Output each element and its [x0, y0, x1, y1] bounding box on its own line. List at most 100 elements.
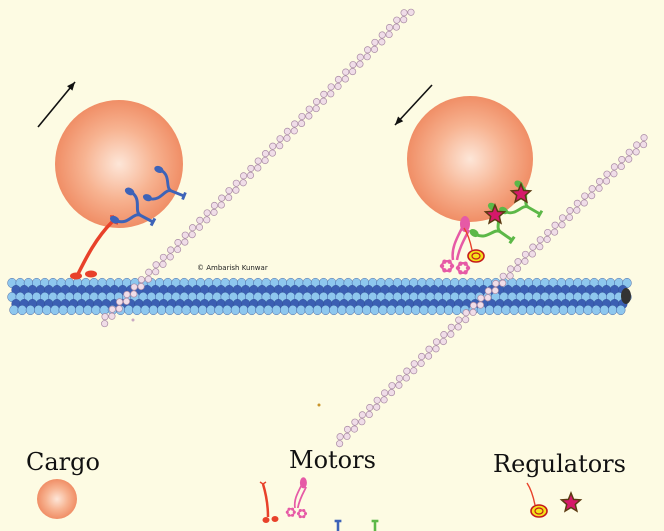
- actin-bead: [551, 228, 559, 236]
- tubulin-bead: [403, 305, 413, 316]
- actin-bead: [632, 148, 640, 156]
- actin-bead: [595, 184, 603, 192]
- tubulin-bead: [173, 305, 183, 316]
- actin-bead: [580, 199, 588, 207]
- actin-bead: [196, 216, 204, 224]
- actin-bead: [402, 374, 410, 382]
- actin-bead: [239, 179, 247, 187]
- tubulin-bead: [583, 305, 593, 316]
- actin-bead: [343, 432, 351, 440]
- actin-bead: [320, 90, 328, 98]
- kinesin-red-attached: [70, 215, 119, 280]
- actin-bead: [566, 207, 574, 215]
- tubulin-bead: [157, 305, 167, 316]
- actin-bead: [617, 162, 625, 171]
- actin-bead: [327, 90, 335, 98]
- actin-bead: [225, 187, 233, 195]
- actin-bead: [363, 53, 371, 61]
- actin-bead: [544, 228, 552, 237]
- actin-bead: [521, 250, 529, 258]
- tubulin-bead: [591, 305, 601, 316]
- actin-bead: [334, 75, 342, 84]
- tubulin-bead: [247, 305, 257, 316]
- actin-bead: [400, 16, 408, 24]
- actin-bead: [558, 221, 566, 229]
- actin-bead: [261, 156, 269, 165]
- tubulin-bead: [435, 305, 446, 316]
- star-regulator-icon: [483, 203, 507, 225]
- actin-bead: [246, 171, 255, 179]
- actin-bead: [350, 425, 358, 433]
- actin-bead: [210, 201, 218, 210]
- actin-bead: [268, 149, 276, 157]
- actin-bead: [181, 231, 189, 239]
- tubulin-bead: [181, 305, 191, 316]
- legend-motor-pink-icon: [285, 477, 308, 519]
- tubulin-bead: [280, 305, 290, 316]
- actin-bead: [101, 313, 109, 321]
- actin-bead: [108, 312, 116, 320]
- tubulin-bead: [9, 305, 19, 316]
- actin-bead: [410, 367, 418, 375]
- myosin-blue-lower: [109, 187, 157, 227]
- actin-bead: [356, 60, 364, 68]
- actin-bead: [283, 127, 291, 135]
- actin-bead: [417, 359, 425, 367]
- tubulin-bead: [337, 305, 347, 316]
- actin-bead: [174, 245, 182, 254]
- cargo-vesicles: [37, 81, 533, 228]
- tubulin-bead: [509, 305, 519, 316]
- actin-bead: [298, 112, 306, 121]
- tubulin-bead: [304, 305, 314, 316]
- actin-bead: [403, 367, 411, 375]
- actin-bead: [407, 8, 415, 16]
- myosin-blue-upper: [142, 165, 187, 202]
- actin-bead: [573, 199, 581, 207]
- tubulin-bead: [386, 305, 396, 316]
- tubulin-bead: [622, 278, 632, 289]
- tubulin-bead: [42, 305, 52, 316]
- actin-bead: [137, 276, 146, 284]
- tubulin-bead: [370, 305, 380, 316]
- actin-bead: [327, 83, 335, 91]
- tubulin-bead: [411, 305, 421, 316]
- actin-bead: [174, 238, 182, 247]
- actin-bead: [291, 120, 299, 128]
- legend-motor-green-icon: [371, 519, 379, 531]
- actin-bead: [462, 316, 470, 324]
- microtubule: [7, 278, 632, 316]
- actin-bead: [349, 68, 357, 76]
- actin-bead: [536, 236, 544, 244]
- actin-bead: [565, 213, 573, 222]
- actin-bead: [123, 290, 131, 298]
- tubulin-bead: [394, 305, 405, 316]
- actin-bead: [371, 38, 379, 46]
- tubulin-bead: [542, 305, 552, 316]
- actin-bead: [521, 257, 529, 265]
- actin-bead: [232, 179, 240, 187]
- actin-bead: [312, 105, 320, 113]
- tubulin-bead: [321, 305, 331, 316]
- actin-bead: [388, 382, 396, 390]
- actin-bead: [385, 30, 393, 39]
- tubulin-bead: [124, 305, 134, 316]
- actin-bead: [276, 135, 284, 143]
- actin-bead: [364, 46, 372, 54]
- tubulin-bead: [452, 305, 462, 316]
- tubulin-bead: [239, 305, 249, 316]
- actin-bead: [633, 141, 641, 149]
- actin-bead: [188, 231, 196, 239]
- actin-bead: [365, 410, 373, 419]
- actin-bead: [218, 194, 226, 202]
- actin-bead: [491, 286, 499, 295]
- actin-bead: [469, 301, 478, 309]
- actin-bead: [610, 163, 618, 171]
- actin-bead: [529, 243, 537, 251]
- tubulin-bead: [222, 305, 232, 316]
- actin-bead: [395, 374, 403, 382]
- actin-bead: [261, 150, 270, 158]
- microtubule-lattice: [7, 278, 632, 316]
- tubulin-bead: [329, 305, 339, 316]
- actin-bead: [581, 192, 589, 200]
